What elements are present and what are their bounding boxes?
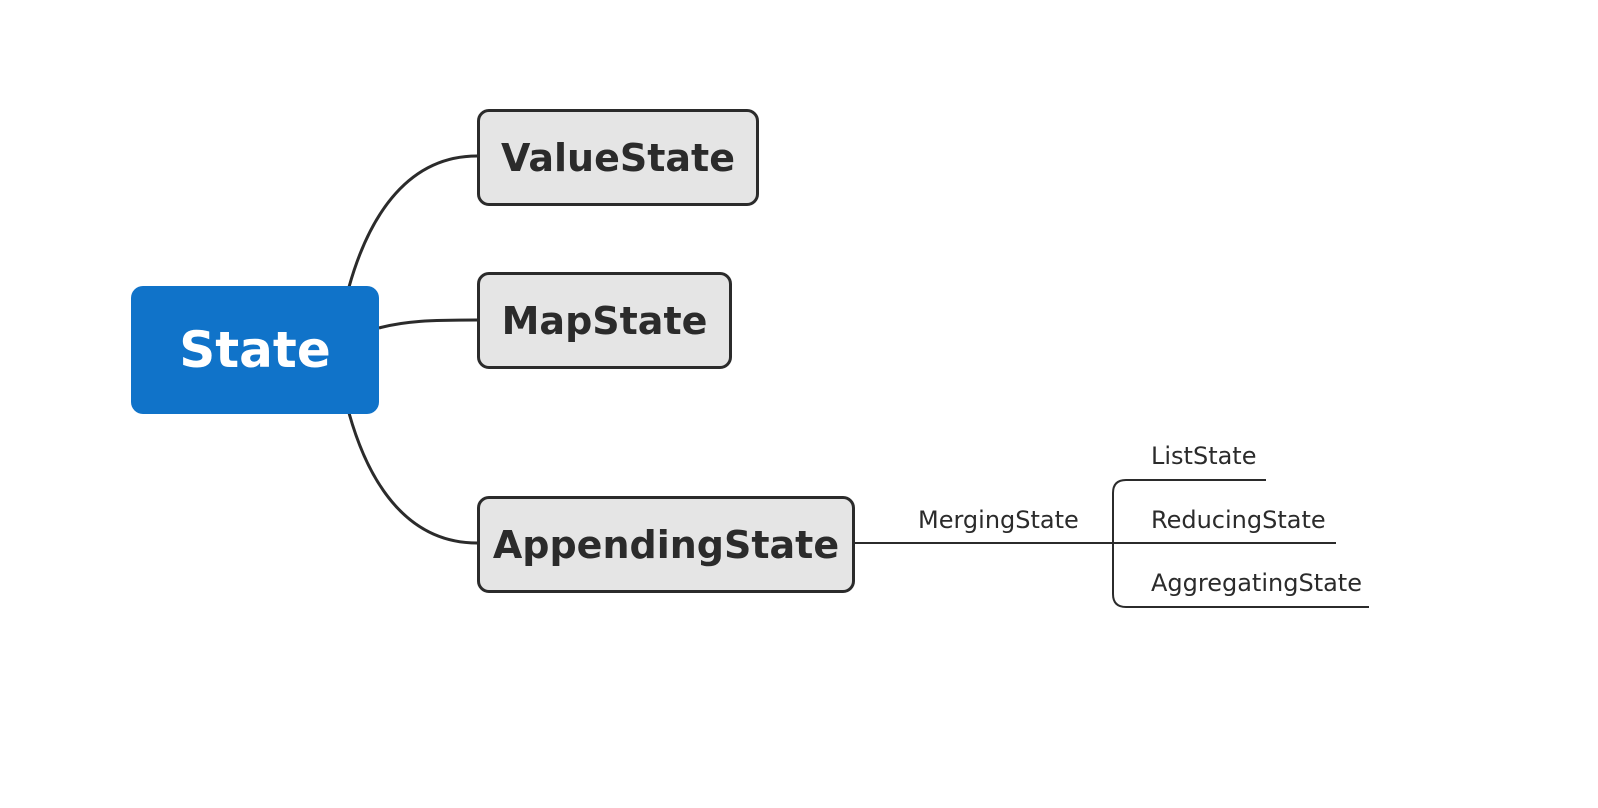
node-appendingstate[interactable]: AppendingState — [477, 496, 855, 593]
node-appendingstate-label: AppendingState — [492, 522, 840, 567]
node-liststate[interactable]: ListState — [1151, 442, 1257, 470]
root-node-state[interactable]: State — [131, 286, 379, 414]
node-valuestate[interactable]: ValueState — [477, 109, 759, 206]
node-aggregatingstate[interactable]: AggregatingState — [1151, 569, 1362, 597]
node-mapstate[interactable]: MapState — [477, 272, 732, 369]
node-mapstate-label: MapState — [501, 298, 708, 343]
root-node-label: State — [179, 321, 331, 379]
connector-root-to-mapstate — [378, 318, 478, 330]
connector-root-to-appendingstate — [347, 412, 478, 545]
node-valuestate-label: ValueState — [501, 135, 735, 180]
connector-root-to-valuestate — [347, 154, 478, 288]
node-reducingstate[interactable]: ReducingState — [1151, 506, 1326, 534]
node-mergingstate[interactable]: MergingState — [918, 506, 1079, 534]
